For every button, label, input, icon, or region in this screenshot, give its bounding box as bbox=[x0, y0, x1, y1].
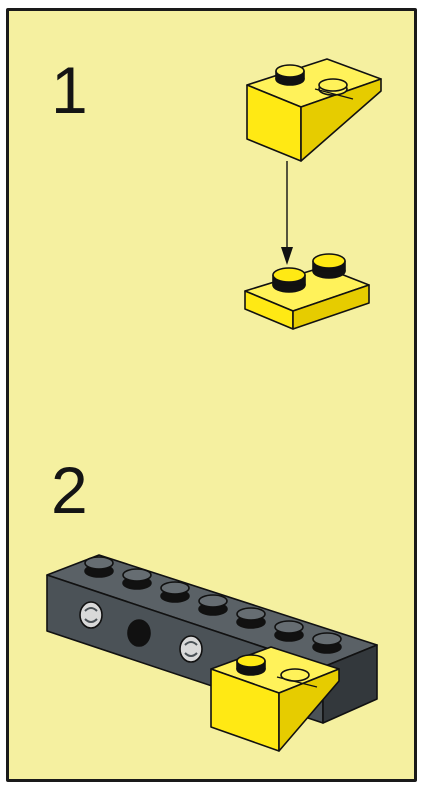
step-number-1: 1 bbox=[51, 57, 88, 123]
step-number-2: 2 bbox=[51, 457, 88, 523]
instruction-panel: 1 bbox=[6, 8, 417, 782]
yellow-plate-2x1 bbox=[239, 237, 379, 337]
dark-gray-technic-beam bbox=[39, 529, 399, 769]
yellow-inverted-slope-brick bbox=[235, 51, 395, 171]
